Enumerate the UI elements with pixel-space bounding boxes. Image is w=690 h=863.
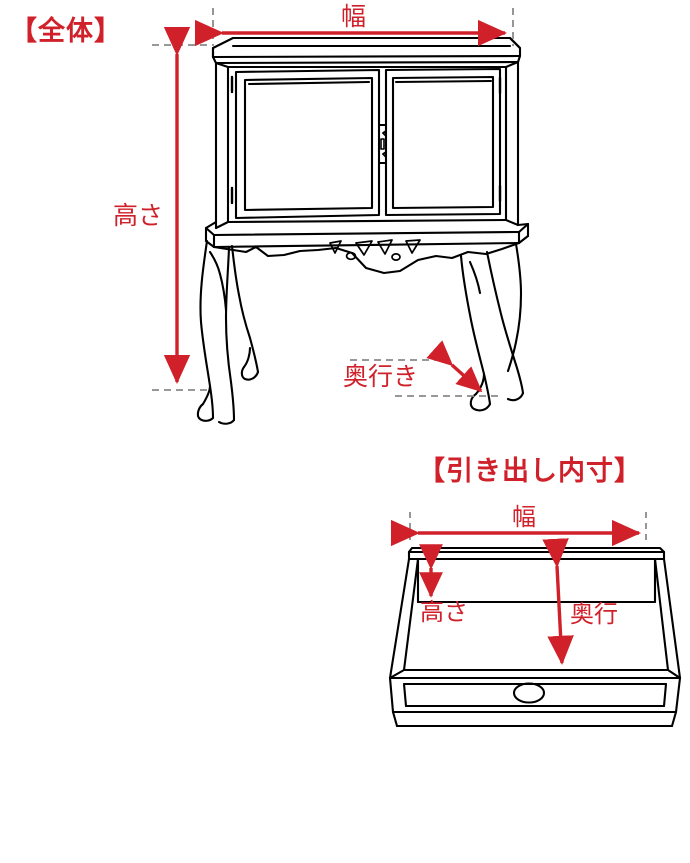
drawer-illustration: [388, 546, 682, 728]
depth-label-overall: 奥行き: [343, 362, 419, 391]
height-label-overall: 高さ: [113, 201, 164, 230]
oval-knob-icon: [512, 682, 546, 704]
section-title-drawer: 【引き出し内寸】: [418, 456, 642, 487]
drawer-dimension-arrows: [390, 519, 642, 666]
width-label-overall: 幅: [341, 2, 367, 31]
height-label-drawer: 高さ: [420, 598, 468, 626]
depth-arrow-drawer: [542, 538, 574, 666]
depth-label-drawer: 奥行: [570, 600, 618, 628]
cabinet-dimension-arrows: [163, 19, 508, 393]
depth-arrow-overall: [426, 340, 483, 393]
section-title-overall: 【全体】: [10, 16, 122, 47]
width-label-drawer: 幅: [512, 503, 536, 531]
